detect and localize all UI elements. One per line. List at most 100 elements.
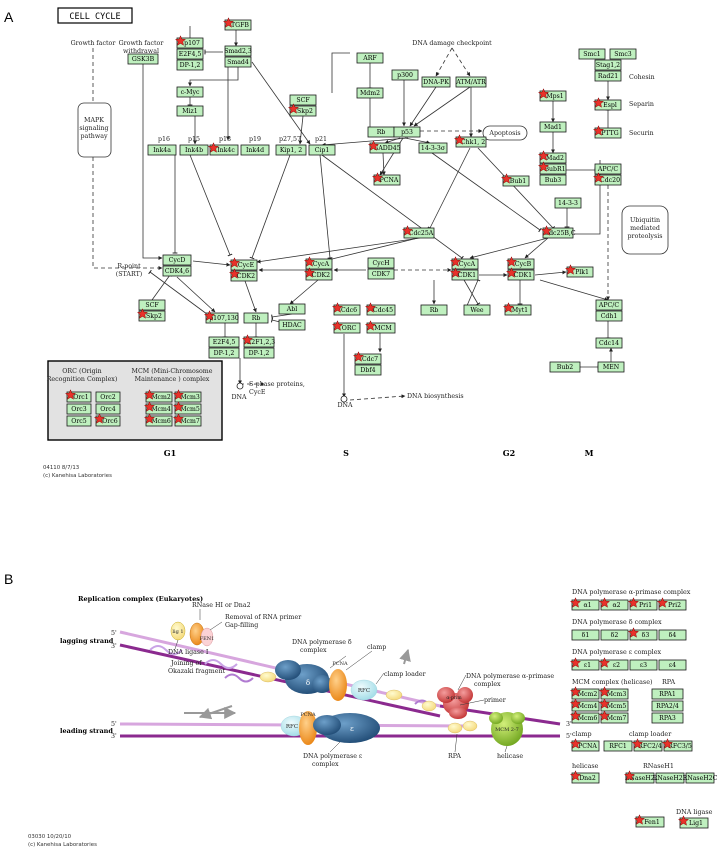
gene-smad23[interactable]: Smad2,3 (224, 45, 252, 57)
gene-e2f45a[interactable]: E2F4,5 (176, 48, 204, 60)
gene-chk12[interactable]: Chk1, 2 (453, 134, 487, 148)
gene-apcc1[interactable]: APC/C (594, 163, 622, 175)
gene-kip12[interactable]: Kip1, 2 (275, 144, 307, 156)
gene-dbf4[interactable]: Dbf4 (354, 364, 382, 376)
gene-cdk2a[interactable]: CDK2 (228, 268, 258, 282)
rnaseh-gene[interactable]: RNaseH2A (623, 770, 660, 784)
mcm-gene[interactable]: Mcm6 (569, 710, 600, 724)
gene-apcc2[interactable]: APC/C (595, 299, 623, 311)
rpa-gene[interactable]: RPA2/4 (651, 700, 684, 712)
ligase-gene[interactable]: Lig1 (677, 815, 709, 829)
gene-s1433a[interactable]: 14-3-3σ (418, 142, 448, 154)
clamp-loader-gene[interactable]: RFC2/4 (631, 738, 663, 752)
gene-gadd45[interactable]: GADD45 (367, 140, 401, 154)
gene-plk1[interactable]: Plk1 (564, 264, 594, 278)
gene-arf[interactable]: ARF (356, 52, 384, 64)
gene-cdc20[interactable]: Cdc20 (592, 172, 622, 186)
gene-cdc6[interactable]: Cdc6 (331, 302, 361, 316)
gene-orc6[interactable]: Orc6 (93, 413, 121, 427)
mapk-box[interactable] (77, 102, 112, 158)
mcm-gene[interactable]: Mcm4 (569, 698, 600, 712)
gene-p107[interactable]: p107 (174, 35, 204, 49)
gene-dp12b[interactable]: DP-1,2 (208, 347, 240, 359)
gene-stag12[interactable]: Stag1,2 (594, 59, 622, 71)
gene-mps1[interactable]: Mps1 (537, 88, 567, 102)
gene-smc1[interactable]: Smc1 (578, 48, 606, 60)
gene-orc4[interactable]: Orc4 (95, 403, 121, 415)
gene-orc2[interactable]: Orc2 (95, 391, 121, 403)
gene-dnapk[interactable]: DNA-PK (421, 76, 451, 88)
rnase-particle[interactable] (200, 627, 214, 647)
helicase-gene[interactable]: Dna2 (569, 770, 600, 784)
gene-scf1[interactable]: SCF (289, 94, 317, 106)
complex-gene[interactable]: δ4 (658, 629, 687, 641)
gene-orc3[interactable]: Orc3 (66, 403, 92, 415)
pcna-lagging[interactable] (329, 669, 347, 701)
gene-cycb[interactable]: CycB (505, 256, 535, 270)
complex-gene[interactable]: α1 (569, 597, 600, 611)
gene-bubr1[interactable]: BubR1 (537, 161, 567, 175)
mcm-helicase[interactable]: MCM 2-7 (489, 712, 525, 746)
gene-e2f45b[interactable]: E2F4,5 (208, 336, 240, 348)
gene-s1433b[interactable]: 14-3-3 (554, 197, 582, 209)
gene-mcm[interactable]: MCM (364, 320, 396, 334)
gene-rb2[interactable]: Rb (243, 312, 269, 324)
complex-gene[interactable]: Pri1 (627, 597, 658, 611)
fen1-gene[interactable]: Fen1 (633, 814, 665, 828)
gene-cdk46[interactable]: CDK4,6 (162, 265, 192, 277)
gene-cip1[interactable]: Cip1 (308, 144, 336, 156)
gene-bub3[interactable]: Bub3 (539, 174, 567, 186)
gene-ink4b[interactable]: Ink4b (179, 144, 209, 156)
clamp-gene[interactable]: PCNA (569, 738, 600, 752)
gene-cdh1[interactable]: Cdh1 (595, 310, 623, 322)
mcm-gene[interactable]: Mcm5 (598, 698, 629, 712)
complex-gene[interactable]: ε4 (658, 659, 687, 671)
gene-cdc45[interactable]: Cdc45 (364, 302, 396, 316)
gene-cdk2b[interactable]: CDK2 (303, 267, 333, 281)
gene-bub2[interactable]: Bub2 (549, 361, 581, 373)
pol-alpha-primase[interactable]: α-prim (437, 687, 473, 719)
gene-rb3[interactable]: Rb (420, 304, 448, 316)
gene-miz1[interactable]: Miz1 (176, 105, 204, 117)
gene-tgfb[interactable]: TGFB (222, 17, 252, 31)
gene-orc1[interactable]: Orc1 (64, 389, 92, 403)
clamp-loader-gene[interactable]: RFC3/5 (661, 738, 693, 752)
mcm-gene[interactable]: Mcm2 (569, 686, 600, 700)
gene-cmyc[interactable]: c-Myc (176, 86, 204, 98)
gene-mad1[interactable]: Mad1 (539, 121, 567, 133)
gene-espl[interactable]: Espl (592, 97, 622, 111)
rpa-gene[interactable]: RPA3 (651, 712, 684, 724)
gene-cdk1b[interactable]: CDK1 (505, 267, 535, 281)
gene-skp2a[interactable]: Skp2 (287, 103, 317, 117)
rpa-gene[interactable]: RPA1 (651, 688, 684, 700)
gene-cdc7[interactable]: Cdc7 (352, 351, 382, 365)
gene-cdc25bc[interactable]: Cdc25B,C (540, 225, 576, 239)
clamp-loader-gene[interactable]: RFC1 (603, 740, 633, 752)
gene-e2f123[interactable]: E2F1,2,3 (241, 334, 276, 348)
gene-skp2b[interactable]: Skp2 (136, 308, 166, 322)
complex-gene[interactable]: δ1 (571, 629, 600, 641)
gene-p53[interactable]: p53 (393, 126, 421, 138)
complex-gene[interactable]: ε1 (569, 657, 600, 671)
pol-epsilon-complex[interactable]: ε (313, 713, 380, 743)
gene-mcm2[interactable]: Mcm2 (143, 389, 173, 403)
gene-rad21[interactable]: Rad21 (594, 70, 622, 82)
pol-delta-complex[interactable]: δ (275, 660, 332, 694)
gene-cdc14[interactable]: Cdc14 (595, 337, 623, 349)
gene-p300[interactable]: p300 (391, 69, 419, 81)
gene-ink4a[interactable]: Ink4a (147, 144, 177, 156)
gene-dp12a[interactable]: DP-1,2 (176, 59, 204, 71)
gene-cycd[interactable]: CycD (162, 254, 192, 266)
pcna-leading[interactable] (299, 711, 317, 745)
complex-gene[interactable]: δ3 (627, 627, 658, 641)
gene-cdc25a[interactable]: Cdc25A (401, 225, 435, 239)
gene-mdm2[interactable]: Mdm2 (356, 87, 384, 99)
gene-gsk3b[interactable]: GSK3B (127, 53, 159, 65)
gene-orc[interactable]: ORC (331, 320, 361, 334)
gene-orc5[interactable]: Orc5 (66, 415, 92, 427)
gene-mad2[interactable]: Mad2 (537, 150, 567, 164)
gene-cyce[interactable]: CycE (228, 257, 258, 271)
gene-atmatr[interactable]: ATM/ATR (455, 76, 487, 88)
gene-myt1[interactable]: Myt1 (502, 302, 532, 316)
gene-cych[interactable]: CycH (367, 257, 395, 269)
